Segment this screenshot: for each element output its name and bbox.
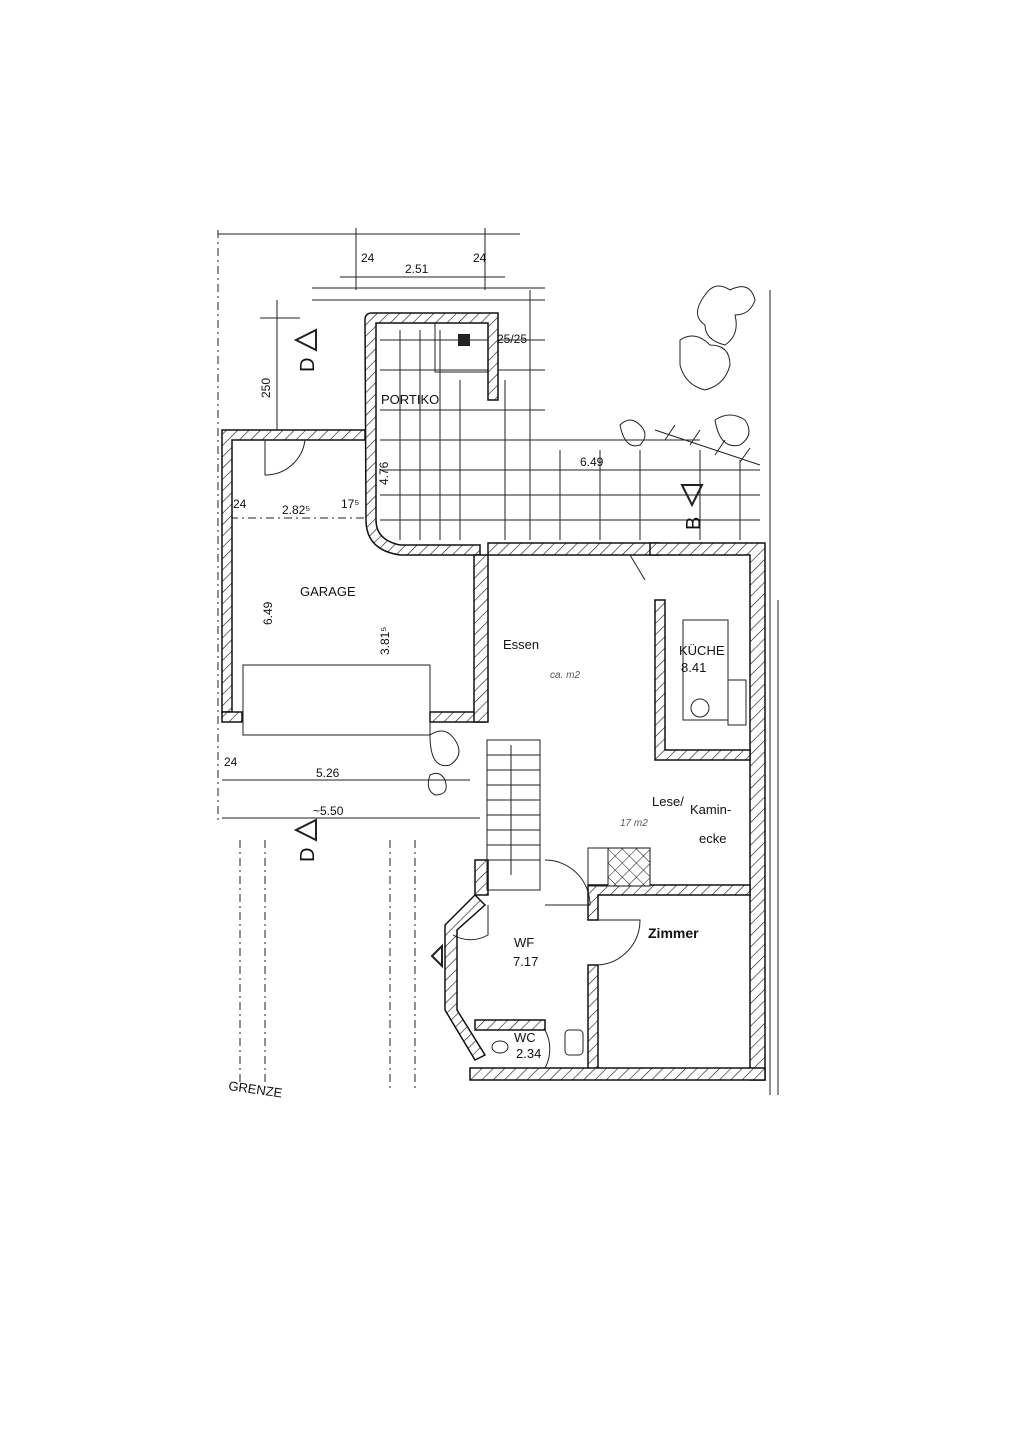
dim-bottom-wall: 24 — [224, 755, 238, 769]
room-garage: GARAGE — [300, 584, 356, 599]
section-arrow-d-top — [293, 328, 317, 352]
section-arrow-a — [430, 943, 443, 969]
dim-bottom-width: 5.26 — [316, 766, 340, 780]
section-mark-d-bottom: D — [297, 848, 319, 862]
door-swing — [597, 919, 641, 966]
dim-garage-width: 2.82⁵ — [282, 503, 310, 517]
dim-bottom-total: ~5.50 — [313, 804, 344, 818]
room-lese-2: Kamin- — [690, 802, 731, 817]
door-swing — [544, 859, 591, 906]
room-wc: WC — [514, 1030, 536, 1045]
garage-car-outline — [242, 664, 431, 736]
door-swing — [264, 439, 306, 476]
dim-top-inner: 2.51 — [405, 262, 429, 276]
room-labels: PORTIKO GARAGE Essen KÜCHE 8.41 Lese/ Ka… — [300, 392, 731, 1061]
dim-garage-inner: 3.81⁵ — [378, 627, 392, 655]
room-wf: WF — [514, 935, 534, 950]
sink — [564, 1029, 584, 1056]
room-lese-1: Lese/ — [652, 794, 684, 809]
section-mark-b: B — [683, 517, 705, 530]
column — [458, 334, 470, 346]
room-kueche-area: 8.41 — [681, 660, 706, 675]
dim-column: 25/25 — [497, 332, 527, 346]
room-essen: Essen — [503, 637, 539, 652]
room-kueche: KÜCHE — [679, 643, 725, 658]
dim-top-left-wall: 24 — [361, 251, 375, 265]
dimension-labels: 2.51 24 24 25/25 250 4.76 24 2.82⁵ 17⁵ 6… — [224, 251, 604, 818]
section-mark-d-top: D — [297, 358, 319, 372]
dim-garage-length: 6.49 — [261, 601, 275, 625]
note-essen-area: ca. m2 — [550, 670, 580, 681]
room-lese-3: ecke — [699, 831, 726, 846]
note-lese-area: 17 m2 — [620, 818, 648, 829]
room-zimmer: Zimmer — [648, 925, 699, 941]
kitchen-counter — [682, 619, 747, 726]
door-swing — [452, 905, 489, 941]
fireplace — [607, 847, 651, 887]
section-marks: D D B — [293, 328, 705, 969]
staircase — [486, 739, 541, 891]
dim-top-right-wall: 24 — [473, 251, 487, 265]
dim-garage-right-wall: 17⁵ — [341, 497, 359, 511]
garden-steps — [654, 424, 761, 466]
stove — [587, 847, 609, 887]
portico-paving — [380, 290, 760, 540]
toilet — [491, 1040, 509, 1054]
room-wf-area: 7.17 — [513, 954, 538, 969]
door-swing — [544, 1029, 551, 1069]
dim-portico-depth: 250 — [259, 378, 273, 398]
note-boundary: GRENZE — [228, 1078, 284, 1100]
dimension-lines — [217, 228, 779, 1095]
dim-terrace-width: 6.49 — [580, 455, 604, 469]
dim-portico-side: 4.76 — [377, 461, 391, 485]
room-portico: PORTIKO — [381, 392, 439, 407]
room-wc-area: 2.34 — [516, 1046, 541, 1061]
walls — [221, 285, 766, 1081]
section-arrow-b — [680, 484, 704, 508]
dim-garage-left-wall: 24 — [233, 497, 247, 511]
trees — [427, 285, 756, 796]
door-swing — [629, 554, 646, 581]
column-base — [434, 321, 491, 373]
section-arrow-d-bottom — [293, 818, 317, 842]
